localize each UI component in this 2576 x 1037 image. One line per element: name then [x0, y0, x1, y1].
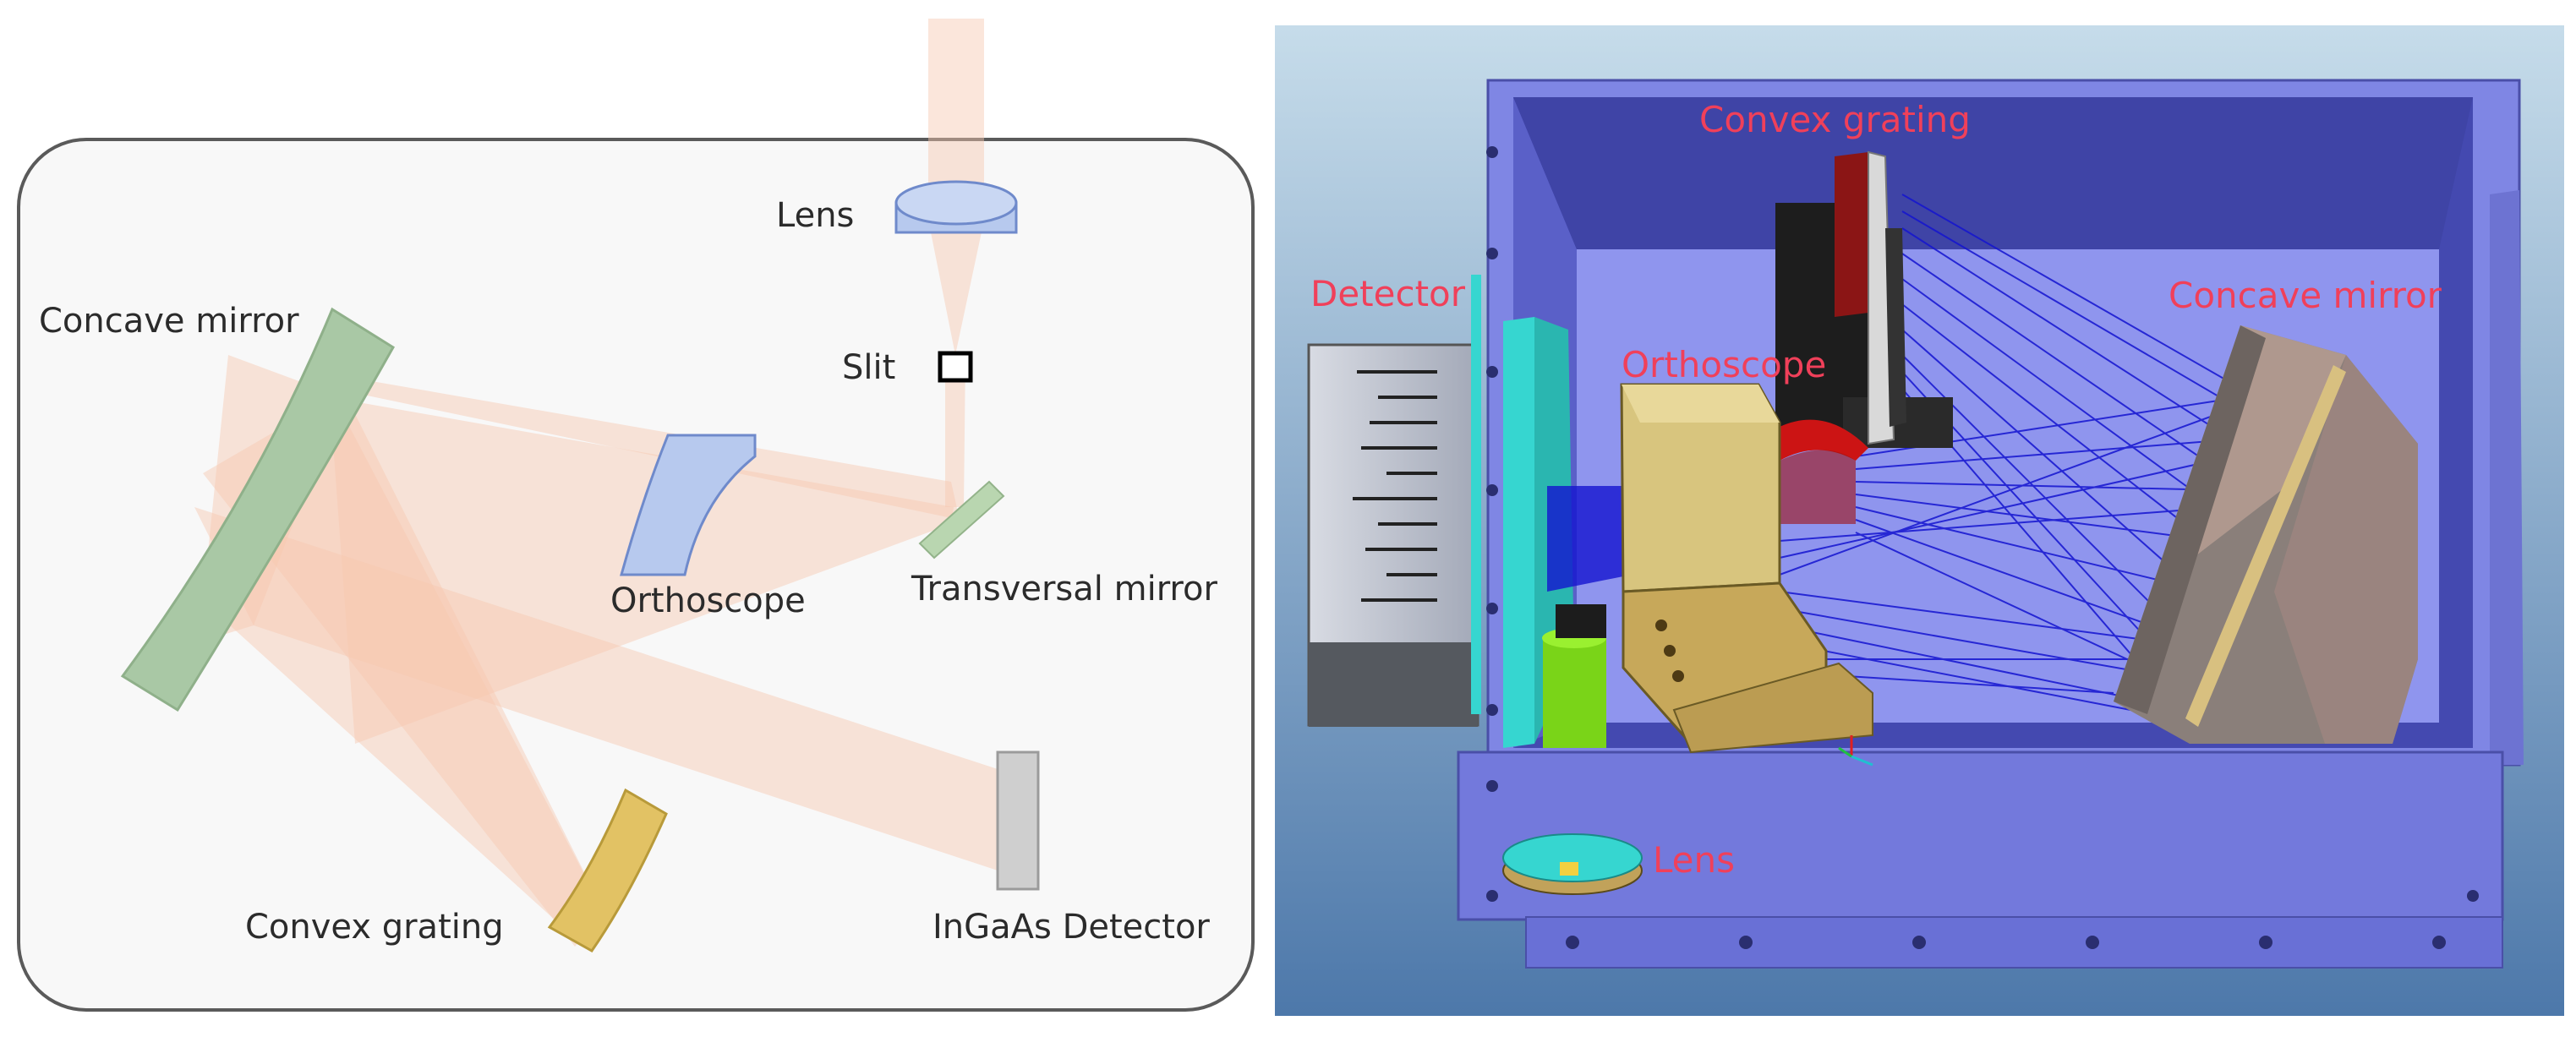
- orthoscope-element: [620, 434, 757, 576]
- label-3d-lens: Lens: [1653, 839, 1735, 881]
- label-3d-convex-grating: Convex grating: [1699, 99, 1971, 140]
- housing-front-wall: [1457, 750, 2504, 921]
- ingaas-detector-element: [996, 750, 1040, 891]
- label-slit: Slit: [842, 348, 895, 387]
- transversal-mirror-element: [918, 480, 1005, 559]
- focused-ray-bundle: [1547, 486, 1632, 592]
- optical-rays: [1779, 194, 2250, 711]
- label-3d-detector: Detector: [1310, 273, 1466, 314]
- coordinate-axes-glyph: [1838, 735, 1873, 767]
- model-panel: Convex grating Detector Orthoscope Conca…: [1275, 25, 2564, 1016]
- label-transversal-mirror: Transversal mirror: [911, 570, 1217, 609]
- lens-disc: [1502, 833, 1643, 895]
- concave-mirror-3d: [2114, 325, 2418, 744]
- convex-grating-mount: [1775, 150, 1953, 448]
- label-convex-grating: Convex grating: [245, 908, 504, 947]
- schematic-panel: Lens Slit Concave mirror Orthoscope Tran…: [17, 19, 1255, 1012]
- orthoscope-lens-3d: [1780, 419, 1868, 461]
- orthoscope-housing: [1620, 383, 1873, 754]
- label-orthoscope: Orthoscope: [610, 581, 806, 620]
- concave-mirror-element: [120, 307, 396, 712]
- housing-side: [2490, 190, 2524, 765]
- label-3d-concave-mirror: Concave mirror: [2169, 275, 2442, 316]
- convex-grating-element: [547, 788, 668, 952]
- lens-element: [894, 180, 1018, 234]
- detector-camera: [1307, 343, 1479, 727]
- slit-element: [938, 351, 973, 383]
- green-cylinder: [1542, 604, 1606, 748]
- detector-board: [1503, 317, 1534, 748]
- label-lens: Lens: [776, 196, 854, 235]
- label-ingaas-detector: InGaAs Detector: [933, 908, 1210, 947]
- label-3d-orthoscope: Orthoscope: [1622, 344, 1826, 385]
- label-concave-mirror: Concave mirror: [39, 302, 299, 341]
